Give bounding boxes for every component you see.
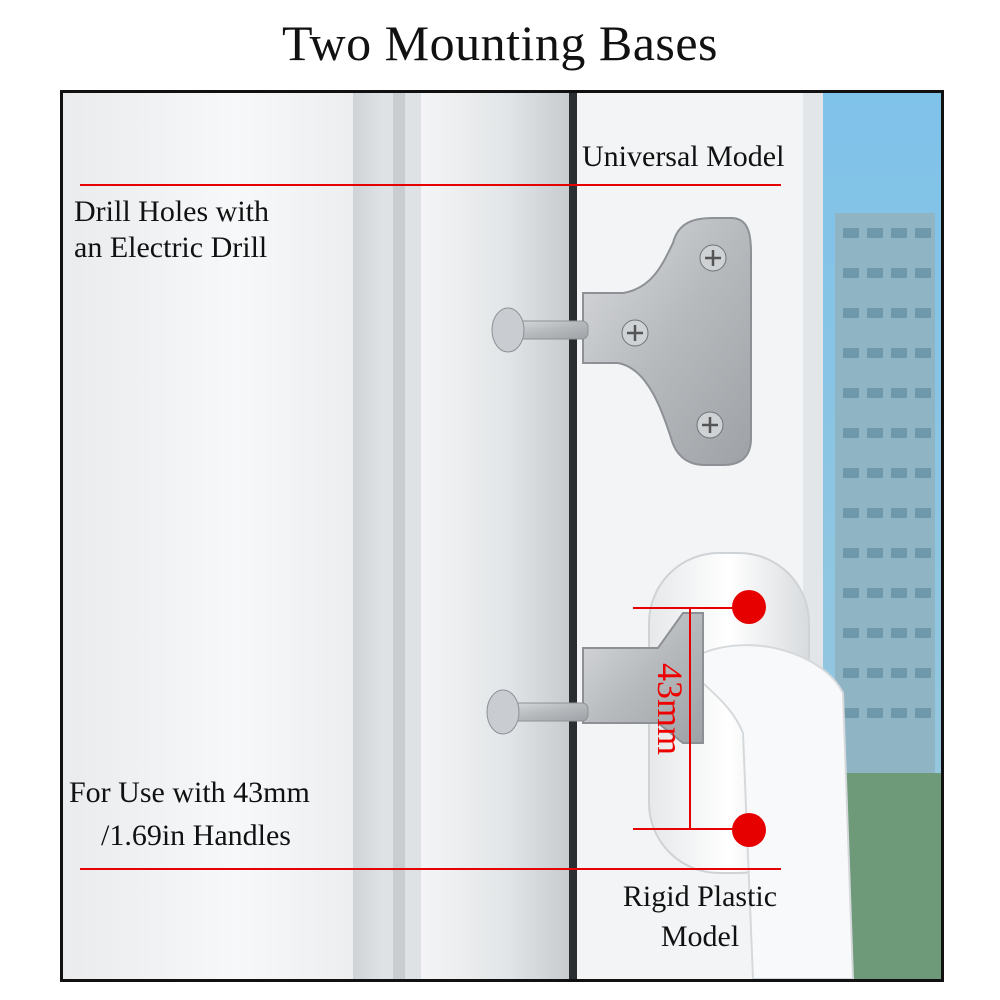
hole-marker-top [732, 590, 766, 624]
rigid-plastic-label-line1: Rigid Plastic [622, 880, 778, 913]
drill-holes-label-line2: an Electric Drill [74, 231, 268, 264]
use-with-label-line2: /1.69in Handles [101, 819, 291, 852]
use-with-label-line1: For Use with 43mm [69, 776, 310, 809]
universal-mount-plate [491, 217, 752, 466]
rigid-plastic-label-line2: Model [660, 920, 740, 953]
product-photo [63, 93, 941, 979]
page-title: Two Mounting Bases [281, 15, 719, 71]
annotation-lines [80, 184, 781, 870]
drill-holes-label-line1: Drill Holes with [74, 195, 269, 228]
universal-model-label: Universal Model [582, 140, 785, 173]
product-photo-frame [60, 90, 944, 982]
hole-marker-bottom [732, 813, 766, 847]
dimension-label: 43mm [650, 662, 690, 755]
